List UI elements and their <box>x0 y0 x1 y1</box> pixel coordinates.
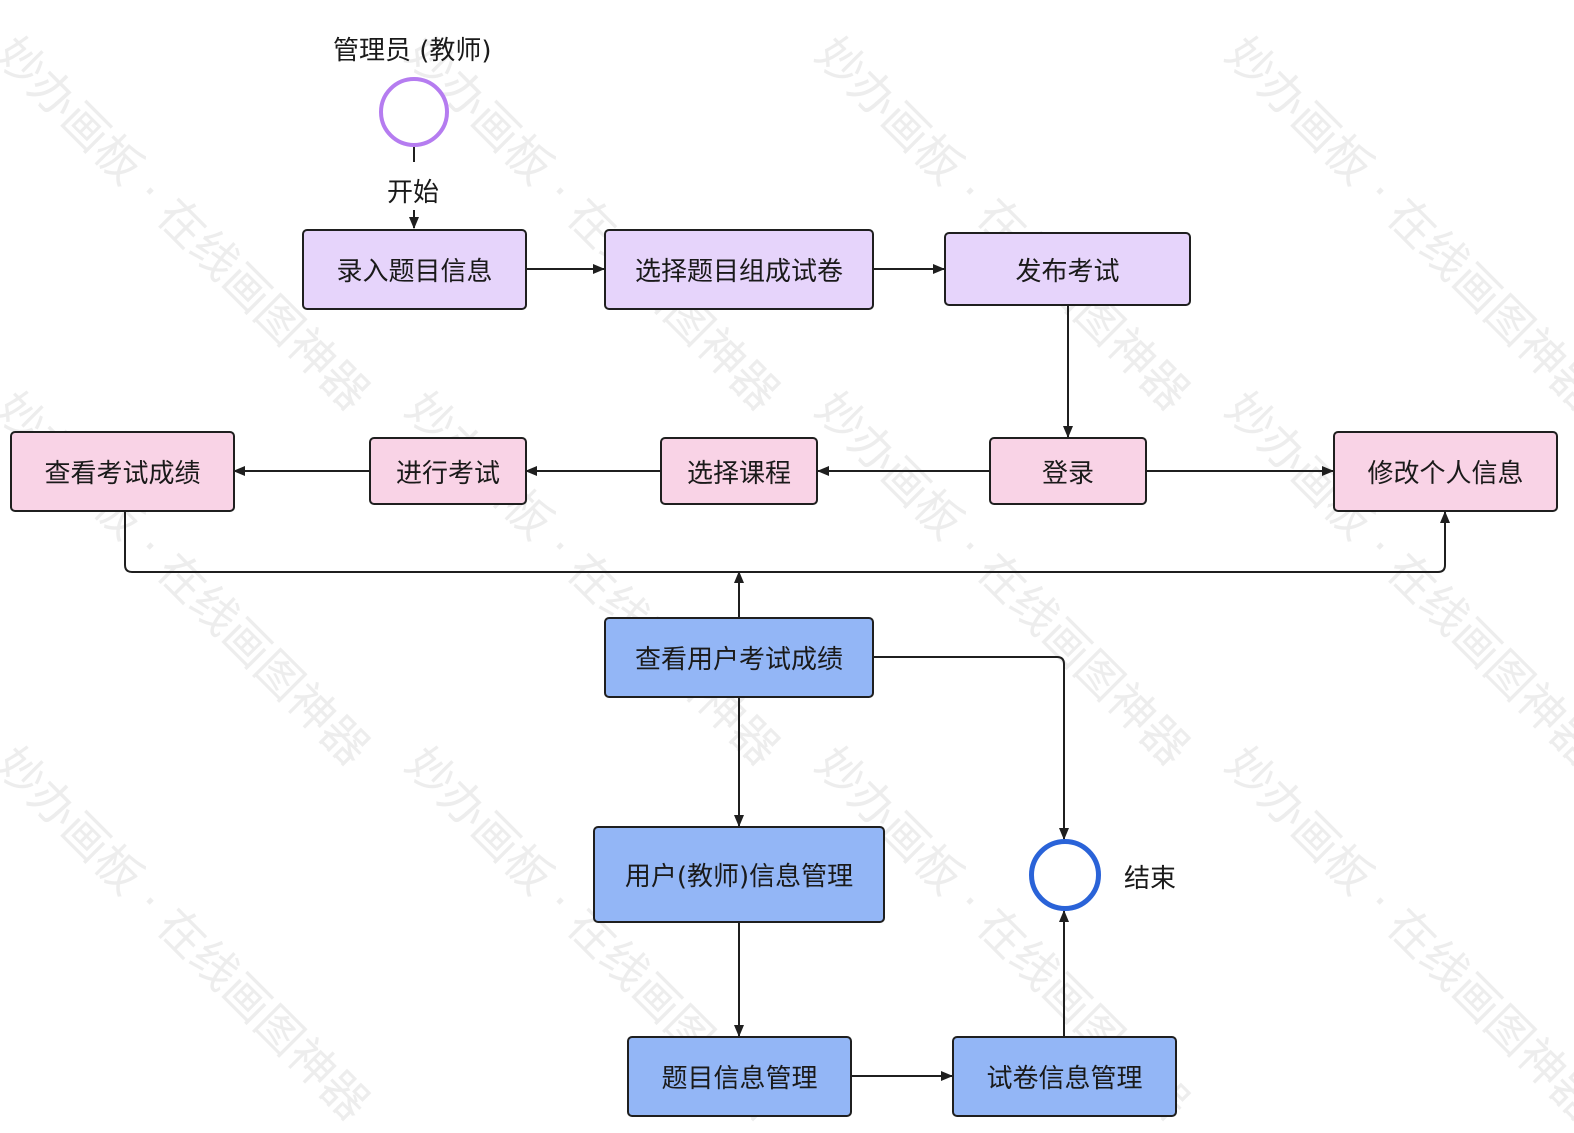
node-compose-paper: 选择题目组成试卷 <box>604 229 874 310</box>
end-node <box>1029 839 1101 911</box>
node-question-mgmt: 题目信息管理 <box>627 1036 852 1117</box>
node-paper-mgmt: 试卷信息管理 <box>952 1036 1177 1117</box>
actor-label: 管理员 (教师) <box>333 36 492 66</box>
start-node <box>379 77 449 147</box>
node-select-course: 选择课程 <box>660 437 818 505</box>
start-edge-label: 开始 <box>387 178 440 208</box>
node-view-user-scores: 查看用户考试成绩 <box>604 617 874 698</box>
node-edit-profile: 修改个人信息 <box>1333 431 1558 512</box>
node-enter-questions: 录入题目信息 <box>302 229 527 310</box>
end-label: 结束 <box>1124 864 1177 894</box>
edge-view-user-scores-to-end <box>873 656 1069 840</box>
edge-view-scores-to-edit-profile <box>124 511 1450 573</box>
node-user-info-mgmt: 用户(教师)信息管理 <box>593 826 885 923</box>
node-login: 登录 <box>989 437 1147 505</box>
node-take-exam: 进行考试 <box>369 437 527 505</box>
node-publish-exam: 发布考试 <box>944 232 1191 306</box>
node-view-scores: 查看考试成绩 <box>10 431 235 512</box>
